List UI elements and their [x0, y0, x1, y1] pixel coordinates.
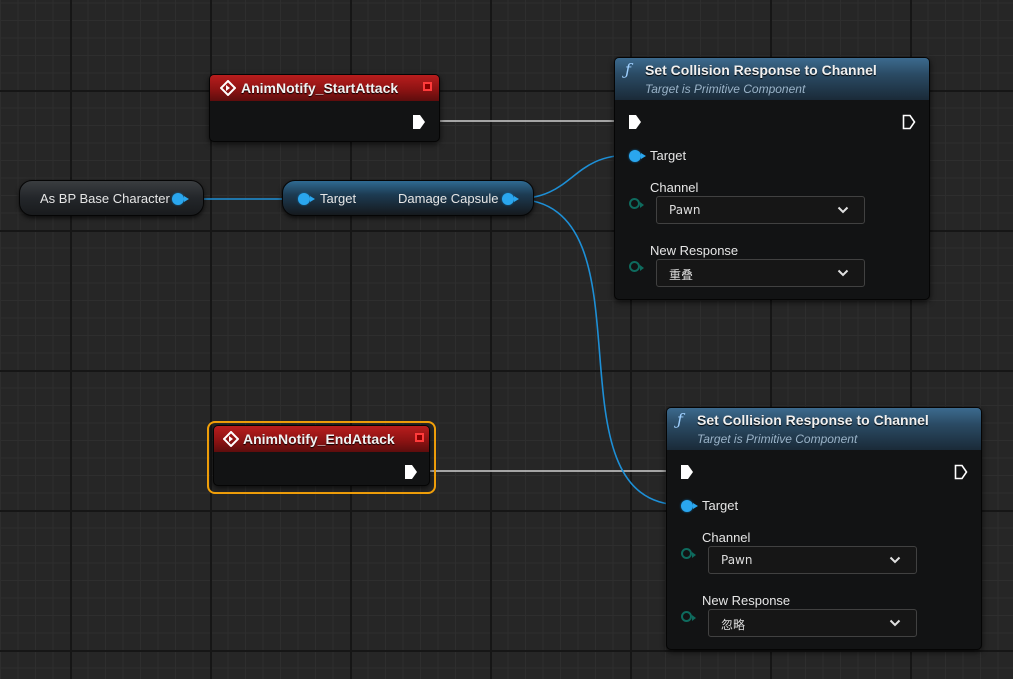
get-target-label: Target — [320, 191, 357, 206]
event-title: AnimNotify_StartAttack — [241, 80, 399, 96]
channel-input-pin[interactable] — [681, 548, 696, 559]
get-damage-capsule-node[interactable]: Target Damage Capsule — [282, 180, 534, 216]
new-response-dropdown[interactable]: 重叠 — [656, 259, 865, 287]
get-output-label: Damage Capsule — [398, 191, 499, 206]
function-header: ƒ Set Collision Response to Channel Targ… — [667, 408, 981, 450]
set-collision-response-node-1[interactable]: ƒ Set Collision Response to Channel Targ… — [614, 57, 930, 300]
function-icon: ƒ — [677, 410, 683, 429]
chevron-down-icon — [889, 619, 901, 627]
selection-outline — [207, 421, 436, 494]
function-subtitle: Target is Primitive Component — [645, 82, 806, 96]
channel-label: Channel — [650, 180, 699, 195]
exec-input-pin[interactable] — [680, 464, 694, 480]
channel-dropdown[interactable]: Pawn — [656, 196, 865, 224]
event-node-start-attack[interactable]: AnimNotify_StartAttack — [209, 74, 440, 142]
channel-dropdown-value: Pawn — [669, 203, 701, 217]
target-input-pin[interactable] — [681, 500, 698, 512]
set-collision-response-node-2[interactable]: ƒ Set Collision Response to Channel Targ… — [666, 407, 982, 650]
event-header: AnimNotify_StartAttack — [210, 75, 439, 101]
exec-input-pin[interactable] — [628, 114, 642, 130]
function-title: Set Collision Response to Channel — [697, 412, 929, 428]
event-header: AnimNotify_EndAttack — [214, 426, 429, 452]
target-label: Target — [650, 148, 687, 163]
damage-capsule-output-pin[interactable] — [502, 193, 519, 205]
exec-output-pin[interactable] — [412, 114, 426, 130]
event-diamond-icon — [223, 431, 239, 447]
channel-label: Channel — [702, 530, 751, 545]
channel-input-pin[interactable] — [629, 198, 644, 209]
target-label: Target — [702, 498, 739, 513]
event-node-end-attack[interactable]: AnimNotify_EndAttack — [213, 425, 430, 486]
exec-output-pin[interactable] — [404, 464, 418, 480]
chevron-down-icon — [837, 206, 849, 214]
new-response-label: New Response — [702, 593, 791, 608]
exec-output-pin[interactable] — [902, 114, 916, 130]
function-subtitle: Target is Primitive Component — [697, 432, 858, 446]
cast-node-label: As BP Base Character — [40, 191, 170, 206]
delegate-pin[interactable] — [423, 82, 432, 91]
new-response-input-pin[interactable] — [681, 611, 696, 622]
delegate-pin[interactable] — [415, 433, 424, 442]
cast-output-pin[interactable] — [172, 193, 189, 205]
event-diamond-icon — [220, 80, 236, 96]
chevron-down-icon — [889, 556, 901, 564]
channel-dropdown[interactable]: Pawn — [708, 546, 917, 574]
channel-dropdown-value: Pawn — [721, 553, 753, 567]
event-title: AnimNotify_EndAttack — [243, 431, 395, 447]
cast-node[interactable]: As BP Base Character — [19, 180, 204, 216]
new-response-input-pin[interactable] — [629, 261, 644, 272]
function-icon: ƒ — [625, 60, 631, 79]
target-input-pin[interactable] — [629, 150, 646, 162]
exec-output-pin[interactable] — [954, 464, 968, 480]
function-header: ƒ Set Collision Response to Channel Targ… — [615, 58, 929, 100]
get-target-input-pin[interactable] — [298, 193, 315, 205]
new-response-dropdown[interactable]: 忽略 — [708, 609, 917, 637]
new-response-dropdown-value: 重叠 — [669, 268, 694, 282]
new-response-dropdown-value: 忽略 — [721, 618, 746, 632]
function-title: Set Collision Response to Channel — [645, 62, 877, 78]
chevron-down-icon — [837, 269, 849, 277]
new-response-label: New Response — [650, 243, 739, 258]
